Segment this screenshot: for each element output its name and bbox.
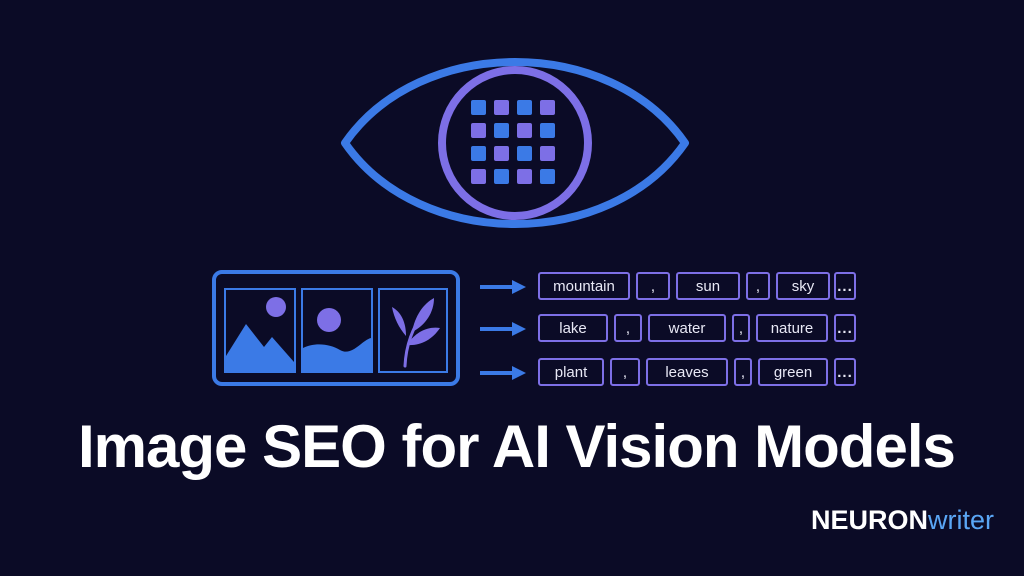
grid-icon	[471, 100, 555, 184]
grid-pixel	[540, 169, 555, 184]
image-panel-frame	[212, 270, 460, 386]
grid-pixel	[471, 123, 486, 138]
grid-pixel	[471, 100, 486, 115]
eye-illustration	[212, 58, 689, 386]
grid-pixel	[494, 146, 509, 161]
grid-pixel	[517, 100, 532, 115]
tag-chip: lake	[538, 314, 608, 342]
tag-separator: ,	[734, 358, 752, 386]
tag-separator: ,	[746, 272, 770, 300]
grid-pixel	[471, 146, 486, 161]
eye-icon	[341, 58, 689, 228]
mountain-sun-icon	[224, 288, 296, 373]
grid-pixel	[494, 169, 509, 184]
tag-separator: ,	[636, 272, 670, 300]
tag-chip: water	[648, 314, 726, 342]
brand-name-part2: writer	[928, 505, 994, 535]
tag-chip: sun	[676, 272, 740, 300]
grid-pixel	[517, 169, 532, 184]
iris-ring	[438, 66, 592, 220]
grid-pixel	[494, 123, 509, 138]
grid-pixel	[471, 169, 486, 184]
tag-chip: leaves	[646, 358, 728, 386]
sun-wave-icon	[301, 288, 373, 373]
grid-pixel	[540, 146, 555, 161]
brand-logo: NEURONwriter	[811, 505, 994, 536]
tag-more: ...	[834, 314, 856, 342]
page-title: Image SEO for AI Vision Models	[78, 413, 956, 480]
grid-pixel	[540, 123, 555, 138]
tag-more: ...	[834, 272, 856, 300]
arrow-right-icon	[480, 366, 526, 380]
tag-separator: ,	[610, 358, 640, 386]
arrow-right-icon	[480, 280, 526, 294]
tag-chip: mountain	[538, 272, 630, 300]
brand-name-part1: NEURON	[810, 505, 928, 535]
tag-chip: sky	[776, 272, 830, 300]
tag-chip: plant	[538, 358, 604, 386]
tag-separator: ,	[614, 314, 642, 342]
tag-chip: green	[758, 358, 828, 386]
grid-pixel	[540, 100, 555, 115]
grid-pixel	[517, 146, 532, 161]
grid-pixel	[494, 100, 509, 115]
leaf-plant-icon	[378, 288, 448, 373]
tag-chip: nature	[756, 314, 828, 342]
tag-separator: ,	[732, 314, 750, 342]
arrow-right-icon	[480, 322, 526, 336]
grid-pixel	[517, 123, 532, 138]
tag-more: ...	[834, 358, 856, 386]
